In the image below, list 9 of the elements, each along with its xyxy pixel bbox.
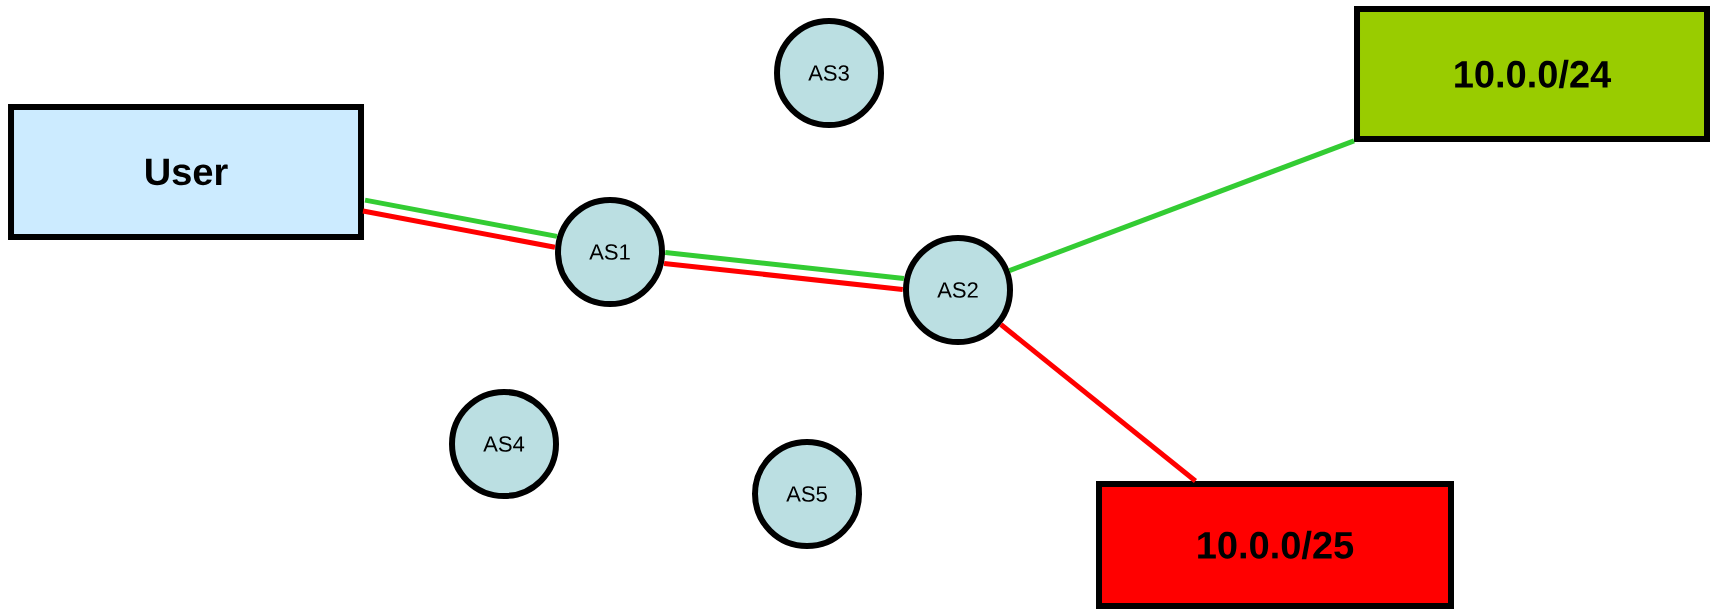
link-line xyxy=(364,197,558,239)
link-line xyxy=(1008,138,1355,273)
network-box: 10.0.0/24 xyxy=(1354,6,1710,142)
link-line xyxy=(665,250,905,282)
link-line xyxy=(362,208,556,250)
link-line xyxy=(663,260,903,292)
link-line xyxy=(999,322,1197,483)
network-box: User xyxy=(8,104,364,240)
network-box: 10.0.0/25 xyxy=(1096,481,1454,609)
